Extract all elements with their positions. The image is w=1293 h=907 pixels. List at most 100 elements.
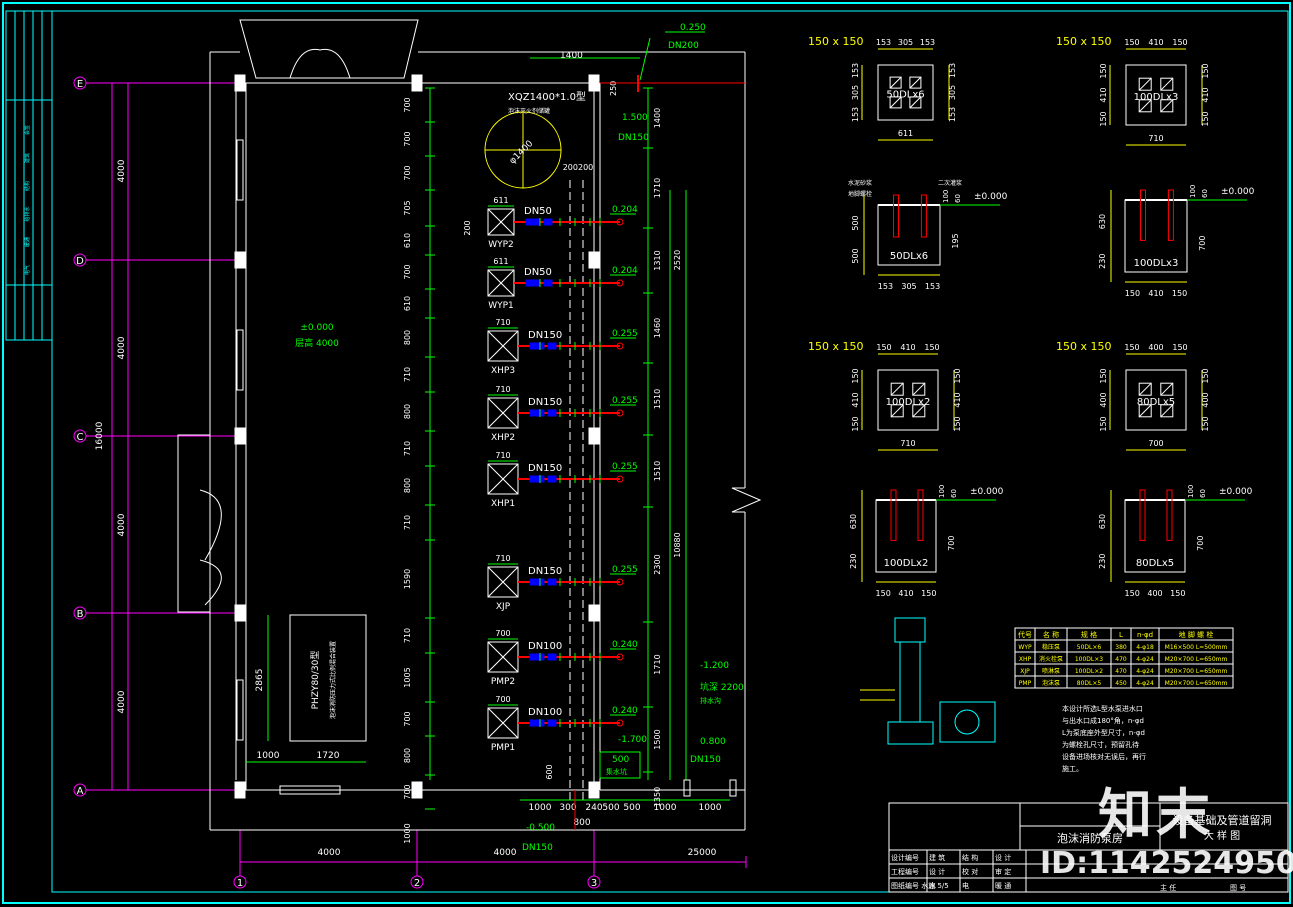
pipe-br-elev: 0.800	[700, 737, 726, 747]
note-1: 与出水口成180°角，n-φd	[1062, 716, 1144, 725]
column-5	[588, 781, 600, 799]
detail-top1-sd: 60	[1199, 489, 1207, 498]
pipe-pit-note: 集水坑	[606, 767, 627, 776]
tb-right-1: 图 号	[1230, 884, 1246, 892]
pump-plan-circle	[954, 709, 980, 735]
table-cell-1-1: 消火栓泵	[1039, 655, 1063, 663]
detail-top1-sa: 60	[954, 194, 962, 203]
dim-col2-15: 1005	[403, 667, 412, 687]
dim-left-total: 16000	[95, 421, 105, 450]
pump-x	[487, 397, 519, 429]
detail-plan-d	[1125, 369, 1187, 431]
table-cell-0-1: 稳压泵	[1042, 643, 1060, 651]
detail-sdim-sd-1: 400	[1147, 589, 1162, 598]
detail-section-label-sc: 100DLx2	[884, 558, 929, 569]
detail-label-c: 100DLx2	[886, 397, 931, 408]
table-cell-2-3: 470	[1115, 668, 1127, 675]
detail-side-c-2: 150	[953, 416, 962, 431]
detail-h1-sc: 230	[849, 554, 858, 569]
pipe-end	[616, 409, 624, 417]
column-11	[588, 604, 600, 622]
pump-valve-WYP2	[525, 218, 541, 226]
pump-name-XHP3: XHP3	[491, 366, 515, 376]
dim-col3-2: 1310	[653, 250, 662, 270]
dim-pump-200: 200	[463, 220, 472, 235]
dim-col2-1: 700	[403, 131, 412, 146]
detail-h1-sd: 230	[1098, 554, 1107, 569]
pump-elev-XHP2: 0.255	[612, 396, 638, 406]
pump-valve2-WYP1	[543, 279, 553, 287]
tb-cell-1-0: 工程编号	[891, 867, 919, 876]
tb-cell-1-1: 设 计	[929, 867, 945, 876]
phzy-note: 泡沫消防压力式比例混合装置	[329, 641, 337, 719]
axis-label-D: D	[76, 256, 84, 267]
pump-dn-WYP1: DN50	[524, 267, 552, 278]
column-9	[588, 251, 600, 269]
bolt-hole-diag	[1160, 77, 1174, 91]
detail-side-d-2: 150	[1201, 416, 1210, 431]
detail-sdim-sa-1: 305	[901, 282, 916, 291]
dim-phzy-2865: 2865	[255, 669, 265, 692]
pump-x	[487, 641, 519, 673]
pump-size-PMP1: 700	[495, 695, 510, 704]
table-cell-2-1: 喷淋泵	[1042, 667, 1060, 675]
detail-bottom-a: 611	[898, 129, 913, 138]
axis-label-E: E	[77, 79, 83, 90]
table-cell-1-0: XHP	[1019, 656, 1032, 663]
bolt-sa	[920, 194, 927, 238]
dim-top-250: 250	[609, 81, 618, 96]
table-cell-0-2: 50DL×6	[1077, 644, 1102, 651]
detail-h2-sa: 195	[951, 233, 960, 248]
table-cell-1-5: M20×700 L=650mm	[1165, 656, 1228, 663]
column-2	[588, 74, 600, 92]
bolt-hole	[909, 76, 922, 89]
title-block	[888, 802, 1289, 893]
strip-text-3: 给排水	[24, 206, 31, 221]
pump-elev-XHP1: 0.255	[612, 462, 638, 472]
bolt-hole	[909, 96, 922, 109]
bolt-sd	[1139, 489, 1146, 541]
tb-cell-0-3: 设 计	[995, 853, 1011, 862]
bolt-sa	[893, 194, 899, 238]
pump-motor	[894, 617, 926, 643]
bolt-hole-diag	[1160, 404, 1174, 418]
detail-plan-c	[877, 369, 939, 431]
dim-col2-12: 710	[403, 515, 412, 530]
detail-section-label-sb: 100DLx3	[1134, 258, 1179, 269]
tb-title: 设备基础及管道留洞	[1173, 813, 1272, 827]
table-cell-1-4: 4-φ24	[1136, 656, 1154, 663]
bolt-hole-diag	[1138, 382, 1152, 396]
flange	[683, 779, 691, 797]
pump-name-PMP2: PMP2	[491, 677, 515, 687]
tb-project: 泡沫消防泵房	[1057, 831, 1123, 845]
detail-section-label-sd: 80DLx5	[1136, 558, 1174, 569]
bolt-hole	[1138, 404, 1152, 418]
axis-label-1: 1	[237, 878, 243, 889]
bolt-hole-diag	[909, 76, 922, 89]
detail-lside-c-2: 150	[851, 416, 860, 431]
bolt-hole	[890, 382, 904, 396]
table-header-1: 名 称	[1043, 630, 1059, 639]
tb-cell-2-1: 水	[929, 881, 936, 890]
dim-col2-9: 800	[403, 404, 412, 419]
detail-sdim-sd-2: 150	[1170, 589, 1185, 598]
bolt-hole	[889, 96, 902, 109]
detail-label-b: 100DLx3	[1134, 92, 1179, 103]
dim-bottom-detail-0: 1000	[529, 803, 552, 813]
table-cell-2-2: 100DL×2	[1075, 668, 1103, 675]
dim-bottom-detail-4: 500	[623, 803, 640, 813]
detail-top1-sc: 60	[950, 489, 958, 498]
dim-bottom-detail-6: 1000	[699, 803, 722, 813]
tank-note: 泡沫灭火剂储罐	[508, 107, 550, 115]
dim-phzy-1000: 1000	[257, 751, 280, 761]
tb-cell-2-3: 暖 通	[995, 881, 1011, 890]
pipe-br-dn: DN150	[690, 755, 721, 765]
pump-elev-XHP3: 0.255	[612, 329, 638, 339]
flange	[729, 779, 737, 797]
dim-col2-13: 1590	[403, 569, 412, 589]
bolt-hole	[1138, 382, 1152, 396]
pump-elev-PMP1: 0.240	[612, 706, 638, 716]
tb-cell-1-2: 校 对	[962, 867, 978, 876]
dim-total-2520: 2520	[673, 250, 682, 270]
dim-left-1: 4000	[117, 336, 127, 359]
